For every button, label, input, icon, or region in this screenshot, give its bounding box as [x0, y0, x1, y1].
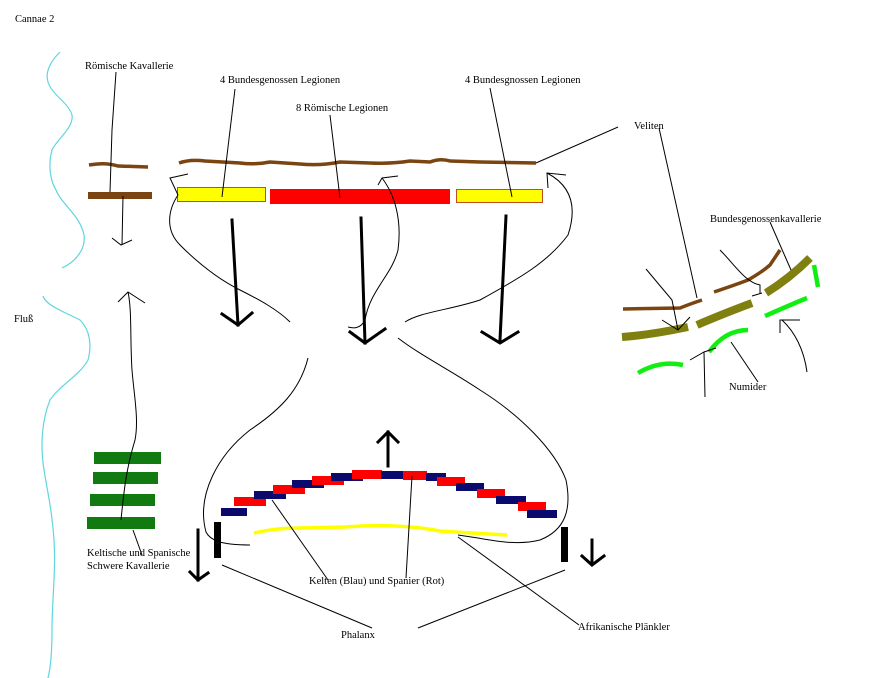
- celt-block: [527, 510, 557, 518]
- advance-arrow-left: [219, 218, 255, 327]
- heavy-cavalry-rank-2: [93, 472, 158, 484]
- celt-block: [254, 491, 286, 499]
- encircle-arrowhead-left: [169, 173, 189, 196]
- celts-spaniards-crescent: [221, 470, 557, 518]
- label-roman-legions: 8 Römische Legionen: [296, 103, 389, 114]
- phalanx-right: [561, 527, 568, 562]
- phalanx-left: [214, 522, 221, 558]
- velites-right-line-1: [622, 298, 703, 311]
- heavy-cavalry-rank-1: [94, 452, 161, 464]
- roman-cavalry-pointer: [109, 71, 117, 193]
- label-roman-cavalry: Römische Kavallerie: [85, 61, 174, 72]
- african-skirmishers-pointer: [457, 536, 580, 626]
- roman-legions-pointer: [329, 114, 341, 199]
- river-lower: [41, 295, 91, 678]
- numidians-line-1: [636, 361, 684, 375]
- label-celts-spaniards: Kelten (Blau) und Spanier (Rot): [309, 576, 445, 587]
- spaniards-pointer: [405, 475, 413, 579]
- spaniard-block: [403, 471, 427, 480]
- right-wing-arrow-1: [645, 268, 691, 331]
- heavy-cavalry-pointer: [132, 529, 143, 556]
- label-numidians: Numider: [729, 382, 767, 393]
- phalanx-pointer-right: [417, 569, 566, 629]
- african-skirmishers-line: [253, 523, 508, 537]
- spaniard-block: [437, 477, 465, 486]
- advance-arrow-right: [479, 214, 521, 345]
- celt-block: [331, 473, 363, 481]
- pincer-curve-right: [397, 337, 569, 544]
- spaniard-block: [477, 489, 505, 498]
- celt-block: [221, 508, 247, 516]
- velites-pointer: [535, 126, 619, 164]
- velites-right-line-2: [713, 249, 782, 294]
- pincer-curve-left: [203, 357, 309, 546]
- celt-block: [496, 496, 526, 504]
- right-wing-arrow-2: [719, 249, 763, 297]
- allied-cavalry-line-1: [621, 323, 689, 341]
- heavy-cavalry-arrow: [117, 291, 146, 521]
- numidians-line-4: [811, 264, 821, 288]
- numidians-line-3: [764, 295, 808, 319]
- velites-right-pointer: [658, 127, 698, 299]
- roman-cavalry-line-1: [88, 161, 149, 169]
- heavy-cavalry-rank-3: [90, 494, 155, 506]
- advance-arrow-center: [347, 216, 388, 345]
- numidians-line-2: [707, 327, 749, 354]
- celt-block: [426, 473, 446, 481]
- label-allied-legions-right: 4 Bundesgnossen Legionen: [465, 75, 581, 86]
- label-velites: Veliten: [634, 121, 664, 132]
- label-heavy-cavalry-2: Schwere Kavallerie: [87, 561, 170, 572]
- encircle-curve-right: [404, 172, 573, 323]
- river-upper: [46, 51, 85, 269]
- roman-legions: [270, 189, 450, 204]
- allied-legions-left-pointer: [221, 88, 236, 198]
- celt-block: [456, 483, 484, 491]
- spaniard-block: [518, 502, 546, 511]
- label-allied-legions-left: 4 Bundesgenossen Legionen: [220, 75, 341, 86]
- celt-block: [292, 480, 324, 488]
- phalanx-pointer-left: [221, 564, 373, 629]
- roman-cavalry-line-2: [88, 192, 152, 199]
- celts-pointer: [271, 499, 329, 581]
- celt-block: [381, 471, 405, 479]
- label-allied-cavalry: Bundesgenossenkavallerie: [710, 214, 822, 225]
- label-heavy-cavalry-1: Keltische und Spanische: [87, 548, 191, 559]
- spaniard-block: [273, 485, 305, 494]
- label-river: Fluß: [14, 314, 34, 325]
- heavy-cavalry-rank-4: [87, 517, 155, 529]
- allied-legions-right-pointer: [489, 87, 513, 198]
- spaniard-block: [352, 470, 382, 479]
- encircle-curve-left-top: [169, 194, 291, 323]
- velites-line: [178, 157, 537, 167]
- crescent-advance-arrow: [375, 429, 401, 468]
- label-african-skirmishers: Afrikanische Plänkler: [578, 622, 670, 633]
- phalanx-left-arrow: [187, 528, 211, 582]
- right-wing-arrow-4: [779, 319, 808, 373]
- numidians-pointer: [730, 341, 759, 383]
- allied-legions-left: [177, 187, 266, 202]
- roman-cavalry-advance-arrow: [111, 195, 133, 246]
- allied-cavalry-line-2: [695, 299, 754, 329]
- right-wing-arrow-3: [689, 347, 717, 398]
- spaniard-block: [312, 476, 344, 485]
- phalanx-right-arrow: [579, 538, 607, 567]
- spaniard-block: [234, 497, 266, 506]
- diagram-title: Cannae 2: [15, 14, 55, 25]
- allied-cavalry-pointer: [769, 221, 792, 271]
- label-phalanx: Phalanx: [341, 630, 375, 641]
- allied-legions-right: [456, 189, 543, 203]
- allied-cavalry-line-3: [763, 255, 813, 297]
- encircle-curve-center: [347, 175, 400, 329]
